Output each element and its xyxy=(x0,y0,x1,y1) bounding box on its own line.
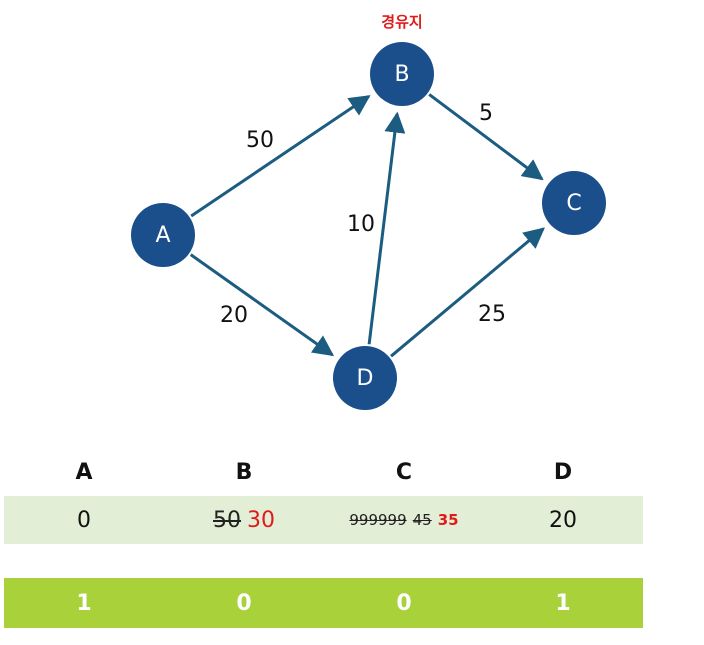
node-c-label: C xyxy=(566,191,581,216)
edge-d-b xyxy=(367,111,406,345)
header-d: D xyxy=(553,459,573,485)
distance-b-new: 30 xyxy=(247,507,275,533)
node-c-circle xyxy=(542,171,606,235)
distance-row: 0 50 30 999999 45 35 20 xyxy=(4,496,643,544)
edge-weight-b-c: 5 xyxy=(479,101,493,126)
node-a-circle xyxy=(131,203,195,267)
node-d: D xyxy=(333,346,397,410)
distance-c-old-1: 999999 xyxy=(349,511,407,529)
node-a: A xyxy=(131,203,195,267)
header-a: A xyxy=(75,459,93,485)
visited-c: 0 xyxy=(396,590,412,616)
node-d-circle xyxy=(333,346,397,410)
edge-weight-d-c: 25 xyxy=(478,302,506,327)
edge-a-b xyxy=(190,95,371,218)
distance-c-new: 35 xyxy=(437,511,459,529)
distance-c: 999999 45 35 xyxy=(324,496,484,544)
node-d-label: D xyxy=(357,366,374,391)
edge-weight-d-b: 10 xyxy=(347,212,375,237)
distance-b: 50 30 xyxy=(164,496,324,544)
distance-d: 20 xyxy=(483,496,643,544)
edge-b-c xyxy=(428,93,544,181)
node-b-label: B xyxy=(394,62,409,87)
header-c: C xyxy=(395,459,413,485)
edge-weight-a-b: 50 xyxy=(246,128,274,153)
visited-b: 0 xyxy=(236,590,252,616)
edge-weight-a-d: 20 xyxy=(220,303,248,328)
distance-a-value: 0 xyxy=(77,507,91,533)
distance-a: 0 xyxy=(4,496,164,544)
visited-a: 1 xyxy=(76,590,92,616)
visited-row: 1 0 0 1 xyxy=(4,578,643,628)
edge-d-c xyxy=(390,227,545,358)
edge-a-d xyxy=(189,253,335,357)
distance-b-old: 50 xyxy=(213,507,241,533)
table-header-row: A B C D xyxy=(4,455,643,489)
distance-c-old-2: 45 xyxy=(412,511,432,529)
distance-d-value: 20 xyxy=(549,507,577,533)
visited-d: 1 xyxy=(555,590,571,616)
graph-diagram: 50 20 10 5 25 A B C D 경유지 xyxy=(131,13,606,410)
node-b-circle xyxy=(370,42,434,106)
node-c: C xyxy=(542,171,606,235)
waypoint-label: 경유지 xyxy=(381,13,422,31)
node-b: B xyxy=(370,42,434,106)
header-b: B xyxy=(235,459,253,485)
node-a-label: A xyxy=(155,223,170,248)
